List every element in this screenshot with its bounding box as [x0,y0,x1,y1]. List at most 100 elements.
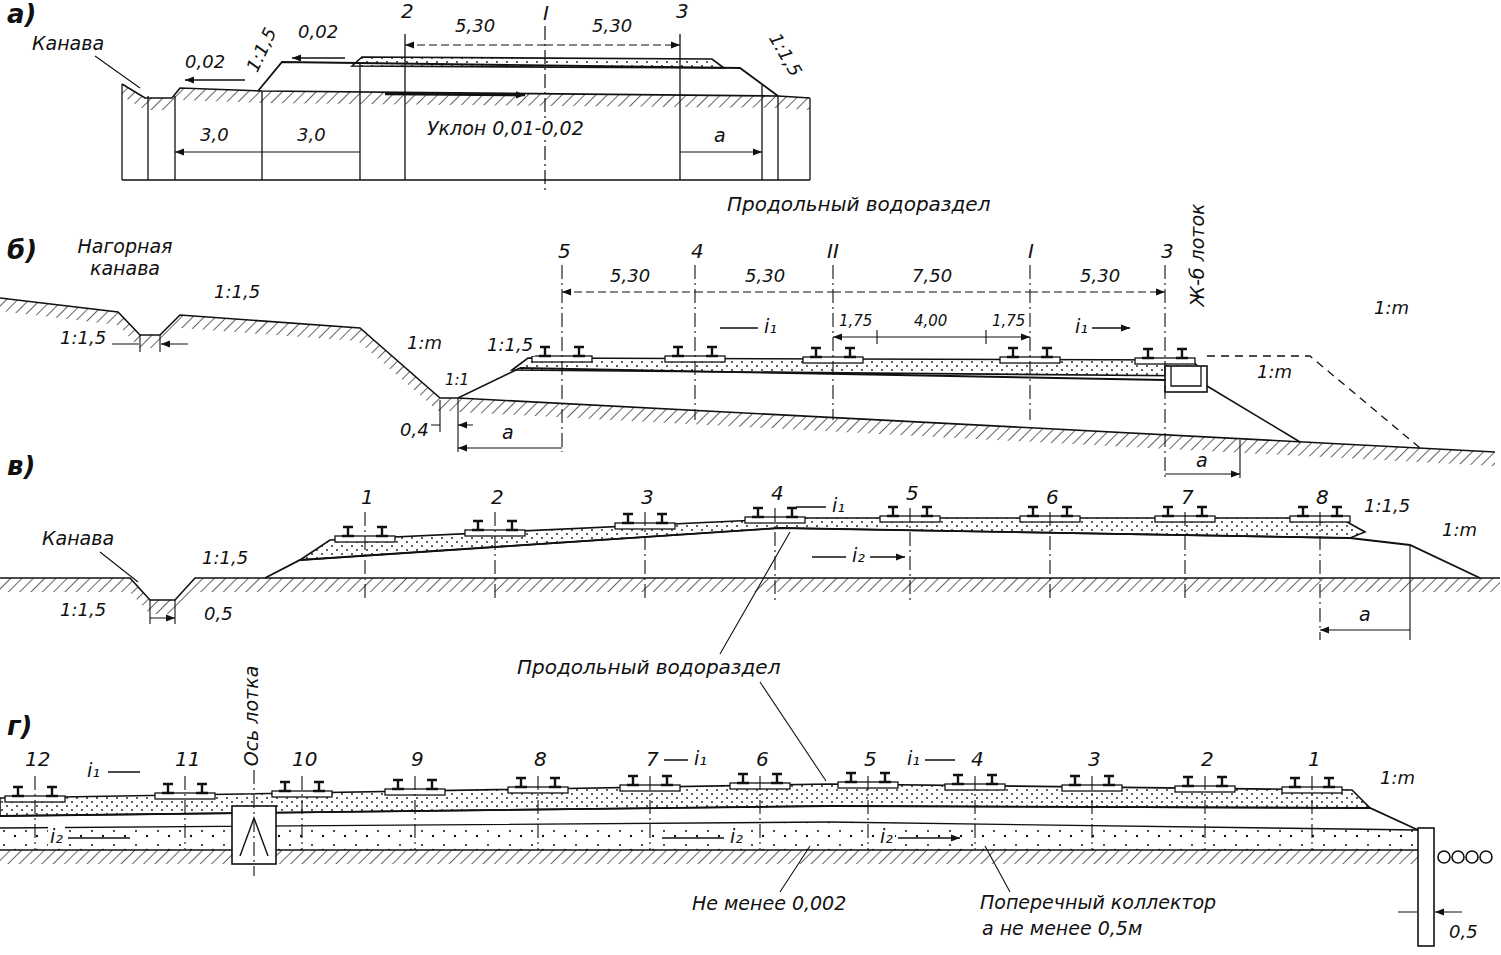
panel-g-part [0,850,1418,864]
panel-v-part [1409,545,1410,640]
slope-label: 1:m [1440,520,1479,541]
panel-b-part [1165,366,1207,392]
track-number: 12 [23,748,52,771]
dimension-label: 0,5 [1447,922,1480,943]
gradient-label: i₁ [905,748,922,770]
dimension-label: а [712,125,728,147]
track-number: 11 [173,748,202,771]
panel-b-part [562,265,1165,478]
panel-b-part [458,448,1240,474]
panel-v-part [0,578,1500,600]
panel-g-part [1398,911,1462,912]
slope-label: 1:m [1372,298,1411,319]
track-number: 6 [754,748,771,771]
panel-g-part [1480,851,1492,863]
panel-b [0,265,1495,478]
note-label: Канава [40,528,116,550]
panel-a-part [185,79,245,80]
gradient-label: i₂ [728,826,745,848]
dimension-label: 3,0 [198,125,231,146]
slope-label: 1:m [1378,768,1417,789]
panel-a-part [122,84,810,110]
track-number: 7 [1179,486,1196,509]
note-label: Ось лотка [241,664,263,769]
panel-v-part [300,518,1365,560]
dimension-label: 1,75 [837,313,874,330]
dimension-label: 5,30 [590,16,634,37]
panel-b-part [877,330,986,344]
note-label: Нагорная канава [58,236,192,280]
panel-v-part [150,600,175,624]
gradient-label: i₂ [878,826,895,848]
panel-letter: в) [5,452,37,482]
panel-a-part [405,44,680,45]
panel-b-part [140,335,160,352]
track-number: 3 [1086,748,1103,771]
track-number: 8 [532,748,549,771]
track-number: 3 [639,486,656,509]
axis-number: 3 [674,0,691,23]
panel-a-part [385,94,525,95]
axis-number: 4 [689,240,706,263]
panel-g-part [1418,828,1434,946]
panel-a-part [175,151,762,152]
panel-b-part [1171,366,1201,386]
note-label: Уклон 0,01-0,02 [425,118,586,140]
panel-v-part [100,552,138,582]
panel-g-part [35,776,1312,850]
axis-number: 3 [1159,240,1176,263]
dimension-label: 0,5 [202,604,235,625]
slope-label: 1:1 [443,372,471,389]
gradient-label: i₁ [1073,316,1090,338]
panel-b-part [458,398,1495,452]
gradient-label: i₂ [48,826,65,848]
note-label: Поперечный коллектор [978,892,1218,914]
dimension-label: 1,75 [990,313,1027,330]
panel-g-part [1438,851,1450,863]
gradient-label: i₁ [762,316,779,338]
panel-v [0,507,1500,781]
panel-b-part [440,398,1240,478]
gradient-label: i₁ [692,748,709,770]
axis-number: II [825,240,841,263]
track-number: 8 [1314,486,1331,509]
panel-letter: б) [5,236,39,266]
track-number: 4 [969,748,986,771]
slope-label: 1:1,5 [58,328,108,349]
slope-label: 1:1,5 [212,282,262,303]
panel-g-part [1466,851,1478,863]
note-label: Продольный водораздел [515,656,782,679]
panel-letter: г) [5,712,34,742]
panel-g [0,760,1492,946]
panel-v-part [150,618,1410,630]
slope-label: 1:1,5 [58,600,108,621]
dimension-label: 5,30 [453,16,497,37]
slope-label: 1:m [405,333,444,354]
panel-g-part [68,760,960,838]
track-number: 5 [904,482,921,505]
axis-number: I [1026,240,1036,263]
dimension-label: 5,30 [608,266,652,287]
track-number: 5 [862,748,879,771]
gradient-label: i₁ [85,760,102,782]
panel-a-part [352,57,724,68]
panel-b-part [1207,356,1420,448]
dimension-label: 5,30 [743,266,787,287]
panel-a-part [292,57,345,58]
slope-label: 1:1,5 [1362,496,1412,517]
panel-b-part [1207,386,1300,442]
gradient-label: i₁ [830,495,847,517]
slope-label: 0,02 [183,52,227,73]
panel-b-part [425,424,473,425]
slope-label: 1:1,5 [200,548,250,569]
dimension-label: а [1357,604,1373,626]
slope-label: 1:m [1255,362,1294,383]
slope-label: 0,02 [296,22,340,43]
panel-a-part [544,26,545,192]
panel-g-part [253,770,254,876]
dimension-label: а [500,422,516,444]
panel-a-part [95,56,140,88]
panel-b-part [112,343,188,344]
track-number: 1 [359,486,376,509]
